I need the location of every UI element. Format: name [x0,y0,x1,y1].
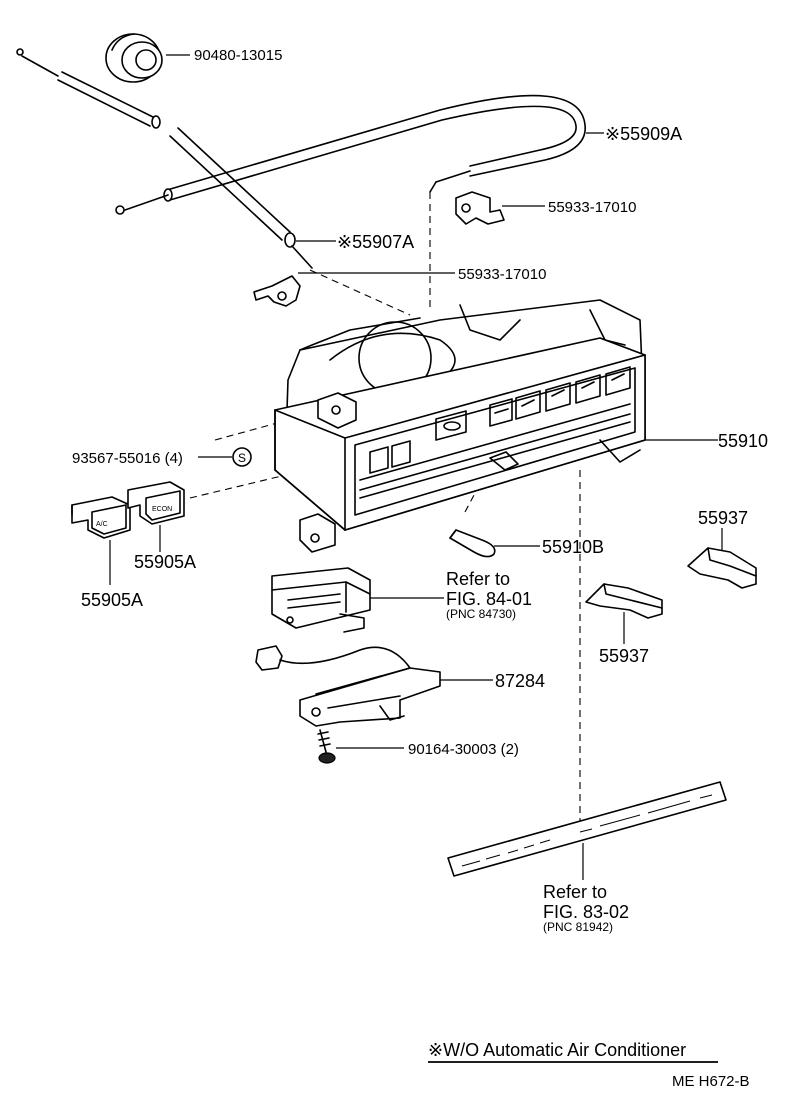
label-55909a: ※55909A [605,124,682,144]
cable-55909a [115,94,586,215]
indicator-strip [447,781,727,877]
grommet-part [105,33,163,83]
label-55910b: 55910B [542,537,604,557]
label-55933-upper: 55933-17010 [548,199,636,216]
ref-84-01-line2: FIG. 84-01 [446,589,532,609]
cover-55937-right [687,547,757,589]
label-55905a-upper: 55905A [134,552,196,572]
label-55910: 55910 [718,431,768,451]
screw-90164 [317,729,336,764]
knob-ac-text: A/C [96,521,108,528]
screw-symbol-letter: S [238,451,246,465]
ref-84-01-line1: Refer to [446,569,510,589]
knob-econ-text: ECON [152,506,172,513]
ref-83-02-line2: FIG. 83-02 [543,902,629,922]
blower-switch [271,567,371,633]
screw-symbol [232,447,252,467]
heater-control-assembly [274,299,646,553]
switch-knob-ac [71,496,131,539]
label-55933-lower: 55933-17010 [458,266,546,283]
label-55937-left: 55937 [599,646,649,666]
clamp-upper [455,191,505,225]
diagram-code: ME H672-B [672,1073,750,1090]
label-55905a-lower: 55905A [81,590,143,610]
cable-55907a [16,48,313,269]
label-93567-55016: 93567-55016 (4) [72,450,183,467]
label-87284: 87284 [495,671,545,691]
ref-83-02-line1: Refer to [543,882,607,902]
harness-bracket-87284 [255,645,441,727]
clamp-lower [253,275,301,307]
label-55937-right: 55937 [698,508,748,528]
label-90164-30003: 90164-30003 (2) [408,741,519,758]
switch-knob-econ [127,481,185,525]
ref-84-01-line3: (PNC 84730) [446,607,516,621]
label-90480-13015: 90480-13015 [194,47,282,64]
footnote: ※W/O Automatic Air Conditioner [428,1040,686,1060]
label-55907a: ※55907A [337,232,414,252]
cover-55937-left [585,583,663,619]
ref-83-02-line3: (PNC 81942) [543,920,613,934]
bulb-55910b [449,529,496,558]
